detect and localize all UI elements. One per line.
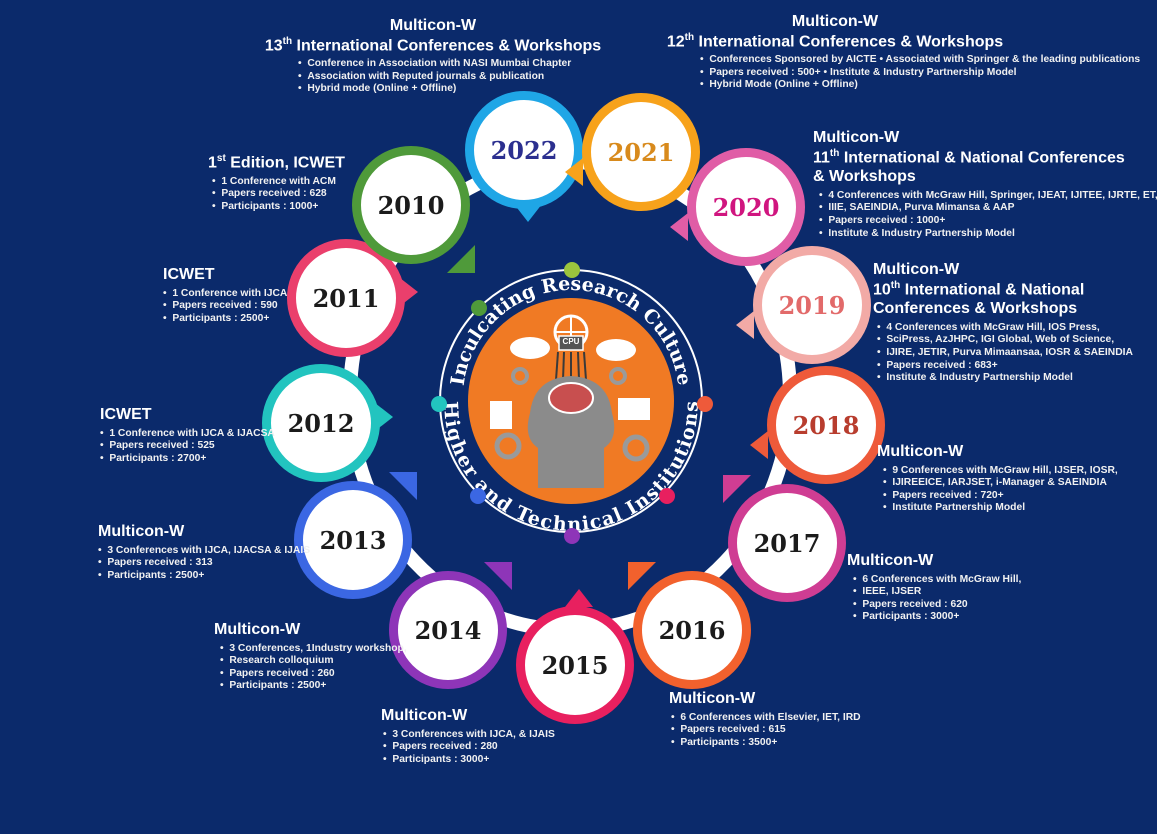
hub-dot: [697, 396, 713, 412]
hub-dot: [470, 488, 486, 504]
info-2015: Multicon-W 3 Conferences with IJCA, & IJ…: [381, 706, 601, 766]
year-node-2022: 2022: [465, 91, 583, 222]
info-2022: Multicon-W 13th International Conference…: [248, 16, 618, 96]
year-node-pointer: [514, 204, 542, 222]
year-node-2019: 2019: [736, 246, 871, 364]
info-2021-list: Conferences Sponsored by AICTE • Associa…: [700, 54, 1140, 92]
year-node-pointer: [736, 311, 754, 339]
year-node-2021: 2021: [565, 93, 700, 211]
info-2012: ICWET 1 Conference with IJCA & IJACSA Pa…: [100, 405, 300, 465]
year-node-pointer: [628, 562, 656, 590]
info-2019: Multicon-W 10th International & National…: [873, 260, 1153, 385]
year-node-2020: 2020: [670, 148, 805, 266]
year-node-pointer: [750, 431, 768, 459]
year-node-pointer: [447, 245, 475, 273]
year-label: 2019: [778, 290, 846, 320]
year-node-2014: 2014: [389, 562, 512, 689]
info-2017: Multicon-W 6 Conferences with McGraw Hil…: [847, 551, 1067, 624]
head-gears-icon: [490, 314, 650, 488]
year-label: 2020: [712, 192, 780, 222]
year-label: 2021: [607, 137, 675, 167]
info-2012-list: 1 Conference with IJCA & IJACSA Papers r…: [100, 428, 300, 466]
hub-dot: [564, 262, 580, 278]
hub-bottom-text: Higher and Technical Institutions: [439, 401, 703, 536]
year-node-2017: 2017: [723, 475, 846, 602]
info-2011: ICWET 1 Conference with IJCA Papers rece…: [163, 265, 303, 325]
year-node-pointer: [400, 278, 418, 306]
info-2022-list: Conference in Association with NASI Mumb…: [298, 58, 618, 96]
info-2021: Multicon-W 12th International Conference…: [650, 12, 1140, 92]
info-2020-list: 4 Conferences with McGraw Hill, Springer…: [819, 190, 1157, 240]
info-2016: Multicon-W 6 Conferences with Elsevier, …: [669, 689, 889, 749]
info-2017-list: 6 Conferences with McGraw Hill, IEEE, IJ…: [853, 574, 1067, 624]
hub-top-text: Inculcating Research Culture: [447, 273, 696, 387]
year-label: 2017: [753, 528, 821, 558]
hub-dot: [471, 300, 487, 316]
year-label: 2015: [541, 650, 609, 680]
year-node-2012: 2012: [262, 364, 393, 482]
year-node-pointer: [565, 158, 583, 186]
year-node-pointer: [565, 589, 593, 607]
hub-dot: [431, 396, 447, 412]
year-label: 2018: [792, 410, 860, 440]
chip-label: CPU: [562, 337, 580, 346]
year-label: 2022: [490, 135, 558, 165]
hub-illustration: CPU: [468, 298, 674, 504]
info-2018-list: 9 Conferences with McGraw Hill, IJSER, I…: [883, 465, 1137, 515]
year-node-pointer: [484, 562, 512, 590]
year-node-pointer: [670, 213, 688, 241]
year-node-2018: 2018: [750, 366, 885, 484]
info-2010-list: 1 Conference with ACM Papers received : …: [212, 176, 368, 214]
info-2019-list: 4 Conferences with McGraw Hill, IOS Pres…: [877, 322, 1153, 385]
year-node-pointer: [375, 403, 393, 431]
info-2010: 1st Edition, ICWET 1 Conference with ACM…: [208, 153, 368, 213]
info-2018: Multicon-W 9 Conferences with McGraw Hil…: [877, 442, 1137, 515]
info-2016-list: 6 Conferences with Elsevier, IET, IRD Pa…: [671, 712, 889, 750]
hub-dot: [564, 528, 580, 544]
year-node-2015: 2015: [516, 589, 634, 724]
info-2013: Multicon-W 3 Conferences with IJCA, IJAC…: [98, 522, 318, 582]
info-2020: Multicon-W 11th International & National…: [813, 128, 1157, 240]
year-label: 2010: [377, 190, 445, 220]
info-2014-list: 3 Conferences, 1Industry workshop, Resea…: [220, 643, 414, 693]
year-label: 2016: [658, 615, 726, 645]
info-2014: Multicon-W 3 Conferences, 1Industry work…: [214, 620, 414, 693]
year-label: 2013: [319, 525, 387, 555]
year-node-2010: 2010: [352, 146, 475, 273]
year-label: 2014: [414, 615, 482, 645]
info-2015-list: 3 Conferences with IJCA, & IJAIS Papers …: [383, 729, 601, 767]
info-2011-list: 1 Conference with IJCA Papers received :…: [163, 288, 303, 326]
year-node-pointer: [723, 475, 751, 503]
hub-dot: [659, 488, 675, 504]
year-label: 2011: [312, 283, 380, 313]
year-node-2016: 2016: [628, 562, 751, 689]
year-node-pointer: [389, 472, 417, 500]
info-2013-list: 3 Conferences with IJCA, IJACSA & IJAIS …: [98, 545, 318, 583]
